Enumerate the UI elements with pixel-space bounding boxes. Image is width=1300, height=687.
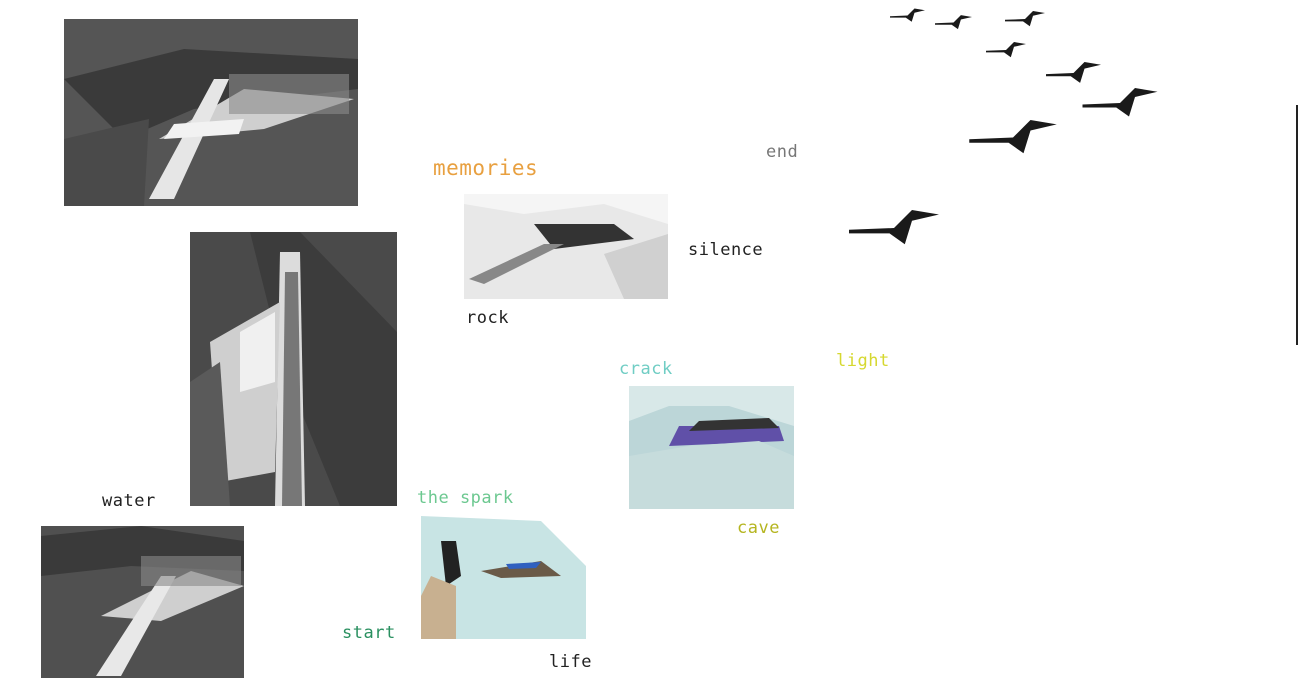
photo-model-perspective bbox=[190, 232, 397, 506]
label-the-spark: the spark bbox=[417, 488, 514, 508]
label-rock: rock bbox=[466, 308, 509, 328]
bird-icon bbox=[969, 120, 1057, 154]
photo-model-aerial bbox=[41, 526, 244, 678]
label-start: start bbox=[342, 623, 396, 643]
bird-icon bbox=[935, 15, 972, 30]
label-memories: memories bbox=[433, 156, 539, 180]
label-crack: crack bbox=[619, 359, 673, 379]
label-water: water bbox=[102, 491, 156, 511]
label-end: end bbox=[766, 142, 799, 162]
bird-icon bbox=[986, 42, 1026, 58]
bird-icon bbox=[1082, 88, 1158, 117]
photo-rock-model bbox=[464, 194, 668, 299]
label-silence: silence bbox=[688, 240, 764, 260]
photo-spark-model bbox=[421, 516, 586, 639]
bird-icon bbox=[890, 8, 925, 22]
photo-cave-model bbox=[629, 386, 794, 509]
bird-icon bbox=[849, 210, 939, 245]
bird-icon bbox=[1046, 62, 1101, 83]
edge-line bbox=[1296, 105, 1298, 345]
label-light: light bbox=[836, 351, 890, 371]
bird-icon bbox=[1005, 11, 1045, 27]
photo-model-top-view bbox=[64, 19, 358, 206]
label-cave: cave bbox=[737, 518, 780, 538]
label-life: life bbox=[549, 652, 592, 672]
